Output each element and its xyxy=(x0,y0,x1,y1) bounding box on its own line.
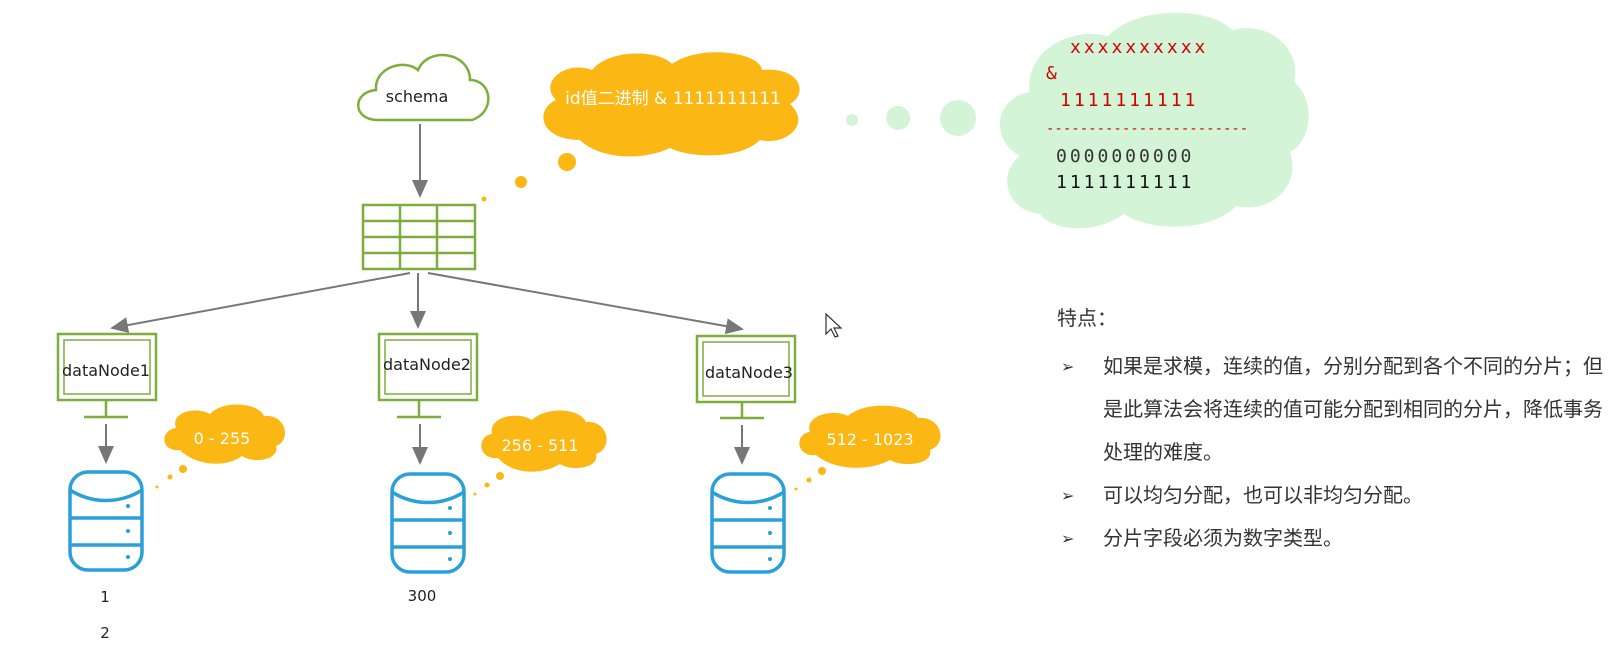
feature-item: ➢ 可以均匀分配，也可以非均匀分配。 xyxy=(1057,474,1617,517)
features-list: ➢ 如果是求模，连续的值，分别分配到各个不同的分片；但是此算法会将连续的值可能分配… xyxy=(1057,345,1617,560)
range-bubble-1: 0 - 255 xyxy=(155,404,286,489)
features-title: 特点： xyxy=(1057,306,1117,330)
feature-text: 如果是求模，连续的值，分别分配到各个不同的分片；但是此算法会将连续的值可能分配到… xyxy=(1103,354,1603,464)
range-2-text: 256 - 511 xyxy=(501,436,578,455)
bitmask-bubble: id值二进制 & 1111111111 xyxy=(543,52,800,157)
datanode-2-label: dataNode2 xyxy=(383,355,471,374)
range-3-text: 512 - 1023 xyxy=(826,430,913,449)
bullet-arrow-icon: ➢ xyxy=(1061,486,1075,505)
calc-line1: xxxxxxxxxx xyxy=(1070,37,1208,58)
range-bubble-2: 256 - 511 xyxy=(473,410,607,496)
datanode-2: dataNode2 xyxy=(377,332,479,465)
database-icon-3 xyxy=(710,472,786,574)
schema-cloud: schema xyxy=(357,53,490,122)
calc-result1: 0000000000 xyxy=(1056,146,1194,167)
feature-item: ➢ 分片字段必须为数字类型。 xyxy=(1057,517,1617,560)
note-2: 2 xyxy=(100,624,110,642)
database-icon-2 xyxy=(390,472,466,574)
range-bubble-3: 512 - 1023 xyxy=(794,405,941,491)
bitmask-text: id值二进制 & 1111111111 xyxy=(565,89,781,109)
calc-op: & xyxy=(1046,63,1057,84)
note-3: 300 xyxy=(408,587,437,605)
features-panel: 特点： ➢ 如果是求模，连续的值，分别分配到各个不同的分片；但是此算法会将连续的值… xyxy=(1057,303,1617,560)
range-1-text: 0 - 255 xyxy=(194,429,251,448)
bubble-dots-green xyxy=(846,100,976,136)
bullet-arrow-icon: ➢ xyxy=(1061,529,1075,548)
datanode-1-label: dataNode1 xyxy=(62,361,150,380)
rule-table-icon xyxy=(361,203,477,271)
calc-result2: 1111111111 xyxy=(1056,172,1194,193)
calc-line2: 1111111111 xyxy=(1060,90,1198,111)
database-icon-1 xyxy=(68,470,144,572)
schema-label: schema xyxy=(386,87,449,106)
note-1: 1 xyxy=(100,588,110,606)
bullet-arrow-icon: ➢ xyxy=(1061,357,1075,376)
calc-cloud: xxxxxxxxxx & 1111111111 ----------------… xyxy=(999,12,1309,229)
datanode-3-label: dataNode3 xyxy=(705,363,793,382)
feature-text: 可以均匀分配，也可以非均匀分配。 xyxy=(1103,483,1423,507)
datanode-1: dataNode1 xyxy=(56,332,158,464)
bubble-dots-orange xyxy=(481,153,576,202)
feature-item: ➢ 如果是求模，连续的值，分别分配到各个不同的分片；但是此算法会将连续的值可能分配… xyxy=(1057,345,1617,474)
mouse-cursor-icon xyxy=(825,312,843,338)
calc-divider: ------------------------ xyxy=(1046,121,1248,137)
feature-text: 分片字段必须为数字类型。 xyxy=(1103,526,1343,550)
datanode-3: dataNode3 xyxy=(695,334,797,465)
node-arrows xyxy=(110,272,744,335)
